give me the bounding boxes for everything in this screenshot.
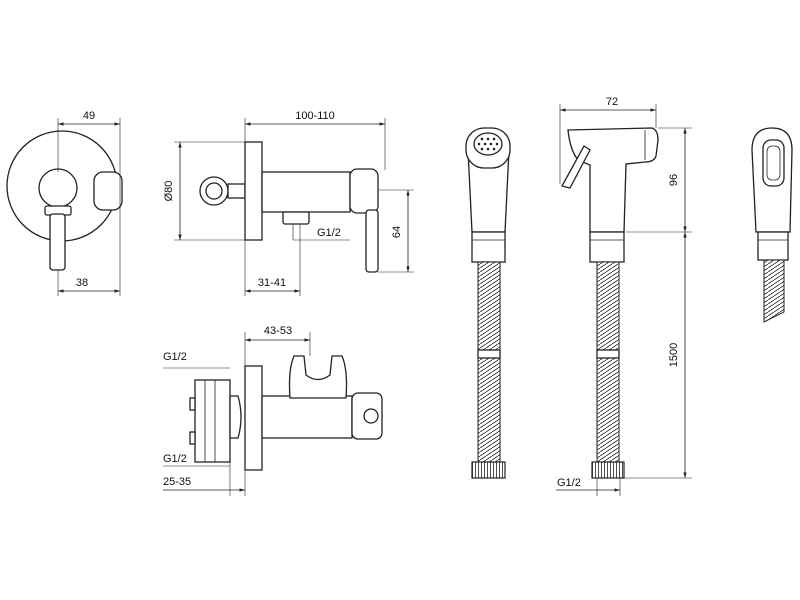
dim-wall-depth: 25-35 <box>163 476 191 488</box>
outlet-connector <box>282 211 310 225</box>
hose <box>477 261 501 463</box>
dim-holder-offset: 43-53 <box>264 325 292 337</box>
valve-body <box>261 395 353 439</box>
hose <box>596 261 620 463</box>
hose-nut <box>589 231 625 263</box>
hose-end-nut <box>591 461 625 479</box>
wall-flange <box>244 141 263 241</box>
wall-flange <box>244 365 263 471</box>
hose-band <box>596 349 620 359</box>
mounting-box <box>194 379 231 463</box>
shower-holder <box>93 171 123 211</box>
hand-shower-back-view <box>751 127 793 323</box>
shower-body <box>567 127 659 233</box>
hose-nut <box>471 231 506 263</box>
hose-cut <box>763 259 785 323</box>
dim-hose-length: 1500 <box>668 343 680 367</box>
hand-shower-side-view: 72 96 1500 G1/2 <box>556 96 692 496</box>
dim-inlet-thread-bottom: G1/2 <box>163 453 187 465</box>
hose-band <box>477 349 501 359</box>
holder-ring-inner <box>205 182 223 200</box>
valve-front-view: 49 38 <box>6 110 123 296</box>
lever-arm <box>365 209 379 273</box>
valve-body <box>261 171 351 213</box>
dim-inlet-thread-top: G1/2 <box>163 351 187 363</box>
box-tab <box>189 397 196 411</box>
nozzle-holes <box>477 137 499 151</box>
shower-holder <box>288 355 348 399</box>
valve-top-view: 43-53 G1/2 G1/2 25-35 <box>163 325 383 496</box>
hand-shower-front-view <box>465 127 511 479</box>
lever-head <box>349 168 379 214</box>
lever-pivot <box>363 408 379 424</box>
dim-shower-width: 72 <box>606 96 618 108</box>
dim-front-width: 49 <box>83 110 95 122</box>
hose-end-nut <box>471 461 506 479</box>
dim-front-offset: 38 <box>76 277 88 289</box>
trigger-slot <box>762 139 785 187</box>
hose-nut <box>757 231 789 261</box>
dim-hose-thread: G1/2 <box>557 477 581 489</box>
holder-stub <box>227 183 246 199</box>
dim-outlet-offset: 31-41 <box>258 277 286 289</box>
dim-outlet-thread: G1/2 <box>317 227 341 239</box>
dim-body-length: 100-110 <box>295 110 335 122</box>
valve-knob <box>38 168 78 208</box>
box-tab <box>189 431 196 445</box>
lever-handle <box>49 213 66 271</box>
dim-flange-diameter: Ø80 <box>163 181 175 202</box>
box-connector <box>229 395 242 439</box>
valve-side-view: Ø80 100-110 G1/2 64 31-41 <box>163 110 414 296</box>
shower-trigger <box>561 145 591 189</box>
dim-lever-height: 64 <box>391 226 403 238</box>
trigger-slot-inner <box>766 145 781 181</box>
dim-shower-height: 96 <box>668 174 680 186</box>
